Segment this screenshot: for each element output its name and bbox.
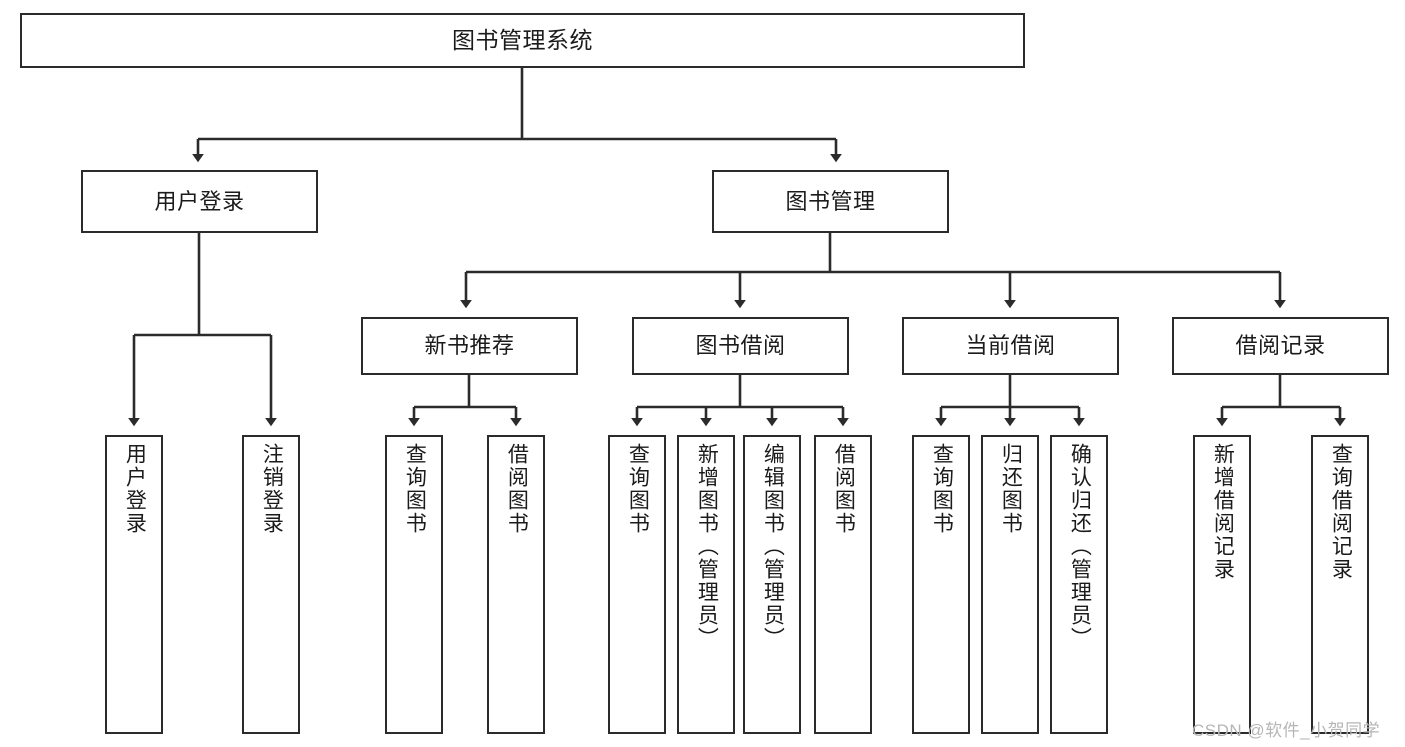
node-label: 新增借阅记录 bbox=[1211, 443, 1235, 581]
node-book-borrow[interactable]: 图书借阅 bbox=[632, 317, 849, 375]
node-label: 图书借阅 bbox=[695, 333, 786, 359]
node-label: 归还图书 bbox=[999, 443, 1023, 535]
leaf-return-book[interactable]: 归还图书 bbox=[981, 435, 1039, 734]
node-label: 图书管理系统 bbox=[452, 27, 593, 54]
node-label: 查询图书 bbox=[403, 443, 427, 535]
node-label: 查询借阅记录 bbox=[1329, 443, 1353, 581]
node-label: 新书推荐 bbox=[424, 333, 515, 359]
leaf-add-book[interactable]: 新增图书（管理员） bbox=[677, 435, 735, 734]
leaf-add-borrow-record[interactable]: 新增借阅记录 bbox=[1193, 435, 1251, 734]
node-label: 查询图书 bbox=[930, 443, 954, 535]
leaf-borrow-book-recommend[interactable]: 借阅图书 bbox=[487, 435, 545, 734]
node-label: 确认归还（管理员） bbox=[1068, 443, 1092, 650]
leaf-user-logout[interactable]: 注销登录 bbox=[242, 435, 300, 734]
leaf-edit-book[interactable]: 编辑图书（管理员） bbox=[743, 435, 801, 734]
leaf-query-borrow-record[interactable]: 查询借阅记录 bbox=[1311, 435, 1369, 734]
node-label: 注销登录 bbox=[260, 443, 284, 535]
leaf-query-book-recommend[interactable]: 查询图书 bbox=[385, 435, 443, 734]
node-label: 查询图书 bbox=[626, 443, 650, 535]
node-user-login[interactable]: 用户登录 bbox=[81, 170, 318, 233]
leaf-user-login[interactable]: 用户登录 bbox=[105, 435, 163, 734]
node-label: 借阅图书 bbox=[832, 443, 856, 535]
node-label: 借阅记录 bbox=[1235, 333, 1326, 359]
csdn-watermark: CSDN @软件_小贺同学 bbox=[1192, 721, 1381, 740]
node-label: 新增图书（管理员） bbox=[695, 443, 719, 650]
node-label: 用户登录 bbox=[123, 443, 147, 535]
leaf-query-book-borrow[interactable]: 查询图书 bbox=[608, 435, 666, 734]
node-label: 借阅图书 bbox=[505, 443, 529, 535]
node-root-system[interactable]: 图书管理系统 bbox=[20, 13, 1025, 68]
node-label: 图书管理 bbox=[785, 188, 876, 214]
node-current-borrow[interactable]: 当前借阅 bbox=[902, 317, 1119, 375]
leaf-query-book-current[interactable]: 查询图书 bbox=[912, 435, 970, 734]
node-label: 用户登录 bbox=[154, 188, 245, 214]
leaf-confirm-return[interactable]: 确认归还（管理员） bbox=[1050, 435, 1108, 734]
leaf-borrow-book[interactable]: 借阅图书 bbox=[814, 435, 872, 734]
node-label: 当前借阅 bbox=[965, 333, 1056, 359]
node-label: 编辑图书（管理员） bbox=[761, 443, 785, 650]
node-book-manage[interactable]: 图书管理 bbox=[712, 170, 949, 233]
node-borrow-record[interactable]: 借阅记录 bbox=[1172, 317, 1389, 375]
node-new-book-recommend[interactable]: 新书推荐 bbox=[361, 317, 578, 375]
